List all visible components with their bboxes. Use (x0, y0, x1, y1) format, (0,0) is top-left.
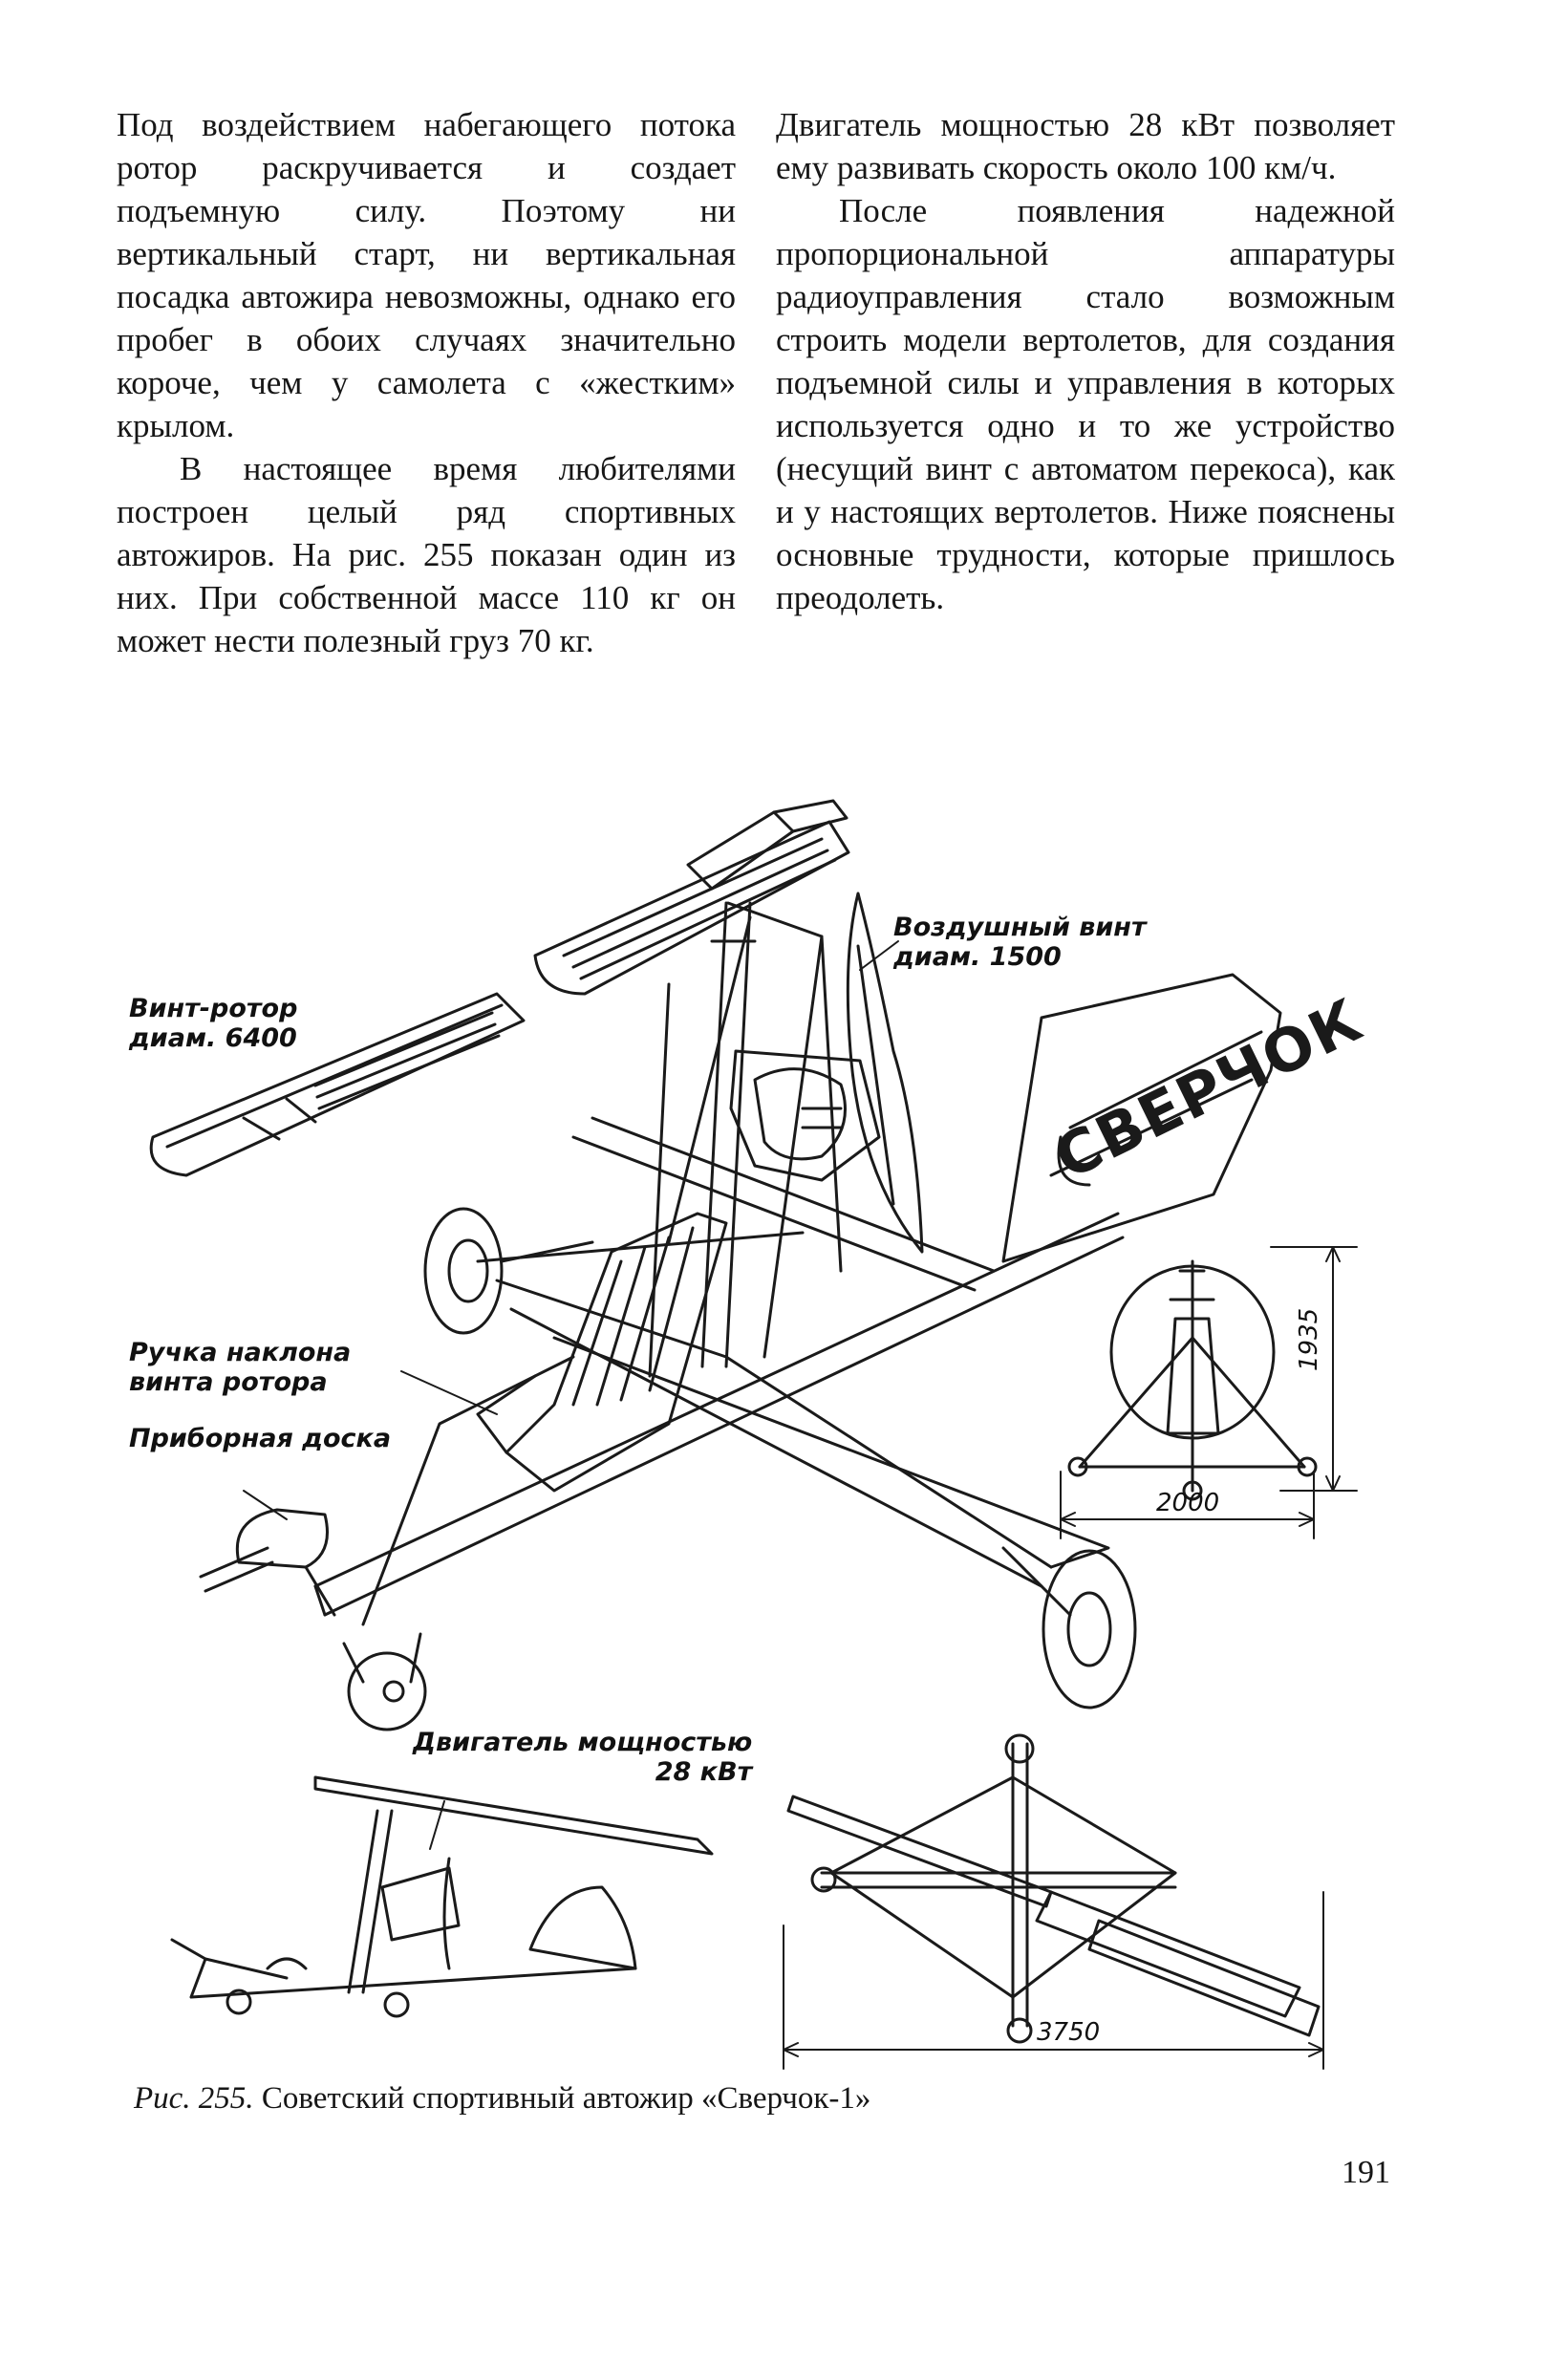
paragraph: В настоящее время любителями построен це… (117, 450, 736, 659)
main-frame (313, 1116, 1125, 1626)
wheel-right (1001, 1546, 1137, 1709)
text-column-left: Под воздействием набегающего потока рото… (117, 103, 736, 662)
dimension-length: 3750 (1037, 2018, 1101, 2047)
paragraph: Двигатель мощностью 28 кВт позволяет ему… (776, 106, 1395, 186)
text-column-right: Двигатель мощностью 28 кВт позволяет ему… (776, 103, 1395, 619)
paragraph: После появления надежной пропорционально… (776, 192, 1395, 616)
dashboard (199, 1508, 336, 1617)
tail-fin (1001, 973, 1282, 1263)
side-view (170, 1775, 714, 2018)
dashboard-label: Приборная доска (129, 1424, 392, 1453)
tail-lettering: СВЕРЧОК (1044, 984, 1374, 1193)
dimension-lines (783, 1246, 1358, 2070)
page-number: 191 (1342, 2155, 1390, 2190)
rotor-label: Винт-ротор диам. 6400 (129, 994, 298, 1053)
dimension-height: 1935 (1295, 1307, 1323, 1371)
dimension-track: 2000 (1156, 1489, 1220, 1517)
propeller (846, 892, 924, 1254)
front-view (1067, 1259, 1318, 1501)
propeller-label: Воздушный винт диам. 1500 (893, 913, 1147, 972)
top-view (786, 1733, 1321, 2044)
engine-label: Двигатель мощностью 28 кВт (413, 1728, 753, 1787)
rotor-blade-left (149, 992, 526, 1177)
wheel-left (423, 1207, 594, 1335)
figure-reference: Рис. 255. (134, 2081, 254, 2116)
leader-lines (243, 940, 899, 1850)
paragraph: Под воздействием набегающего потока рото… (117, 106, 736, 444)
engine (729, 1049, 881, 1182)
tilt-handle-label: Ручка наклона винта ротора (129, 1338, 352, 1397)
figure-caption: Рис. 255. Советский спортивный автожир «… (134, 2081, 870, 2117)
caption-text: Советский спортивный автожир «Сверчок-1» (261, 2081, 871, 2116)
rotor-blade-top (533, 799, 850, 996)
seat (476, 1212, 728, 1493)
wheel-nose (342, 1632, 427, 1731)
